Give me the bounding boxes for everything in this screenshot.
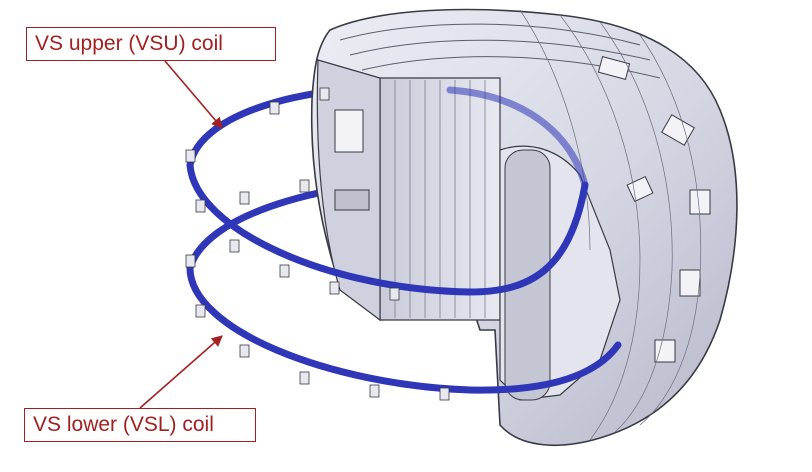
outer-ports	[597, 56, 711, 363]
callout-vsl-text: VS lower (VSL) coil	[33, 413, 214, 436]
coil-clamps	[185, 87, 450, 401]
vsu-coil-front	[186, 161, 589, 296]
central-solenoid	[504, 149, 551, 401]
port-left-lower	[334, 189, 370, 211]
column-ribs	[394, 80, 486, 318]
port-left-upper	[334, 109, 364, 153]
callout-vsu-coil: VS upper (VSU) coil	[26, 27, 276, 61]
callout-leaders	[139, 60, 223, 409]
upper-leader-arrow	[164, 60, 223, 129]
vsu-coil-top-right	[446, 86, 589, 189]
coil-front-segments	[185, 86, 622, 401]
callout-vsu-text: VS upper (VSU) coil	[35, 32, 223, 55]
callout-vsl-coil: VS lower (VSL) coil	[24, 408, 256, 442]
shell-segments	[519, 9, 702, 441]
lower-leader-arrow	[139, 335, 223, 409]
vsl-coil-front	[186, 264, 622, 394]
vacuum-vessel	[310, 8, 738, 447]
